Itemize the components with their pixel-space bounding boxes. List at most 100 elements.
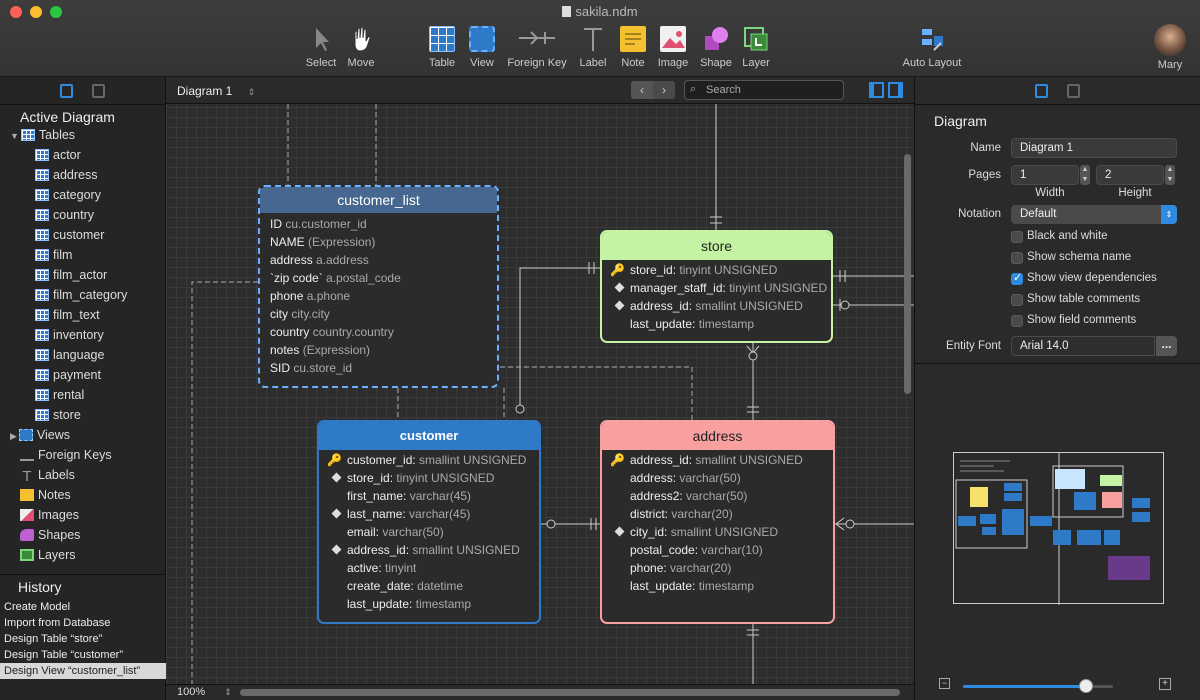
entity-field-row[interactable]: `zip code` a.postal_code xyxy=(260,269,497,287)
label-tool[interactable]: Label xyxy=(574,26,612,69)
entity-customer[interactable]: customer 🔑customer_id: smallint UNSIGNED… xyxy=(317,420,541,624)
view-tool[interactable]: View xyxy=(462,26,502,69)
layer-tool[interactable]: Layer xyxy=(737,26,775,69)
image-tab-icon[interactable] xyxy=(92,84,105,98)
zoom-window-button[interactable] xyxy=(50,6,62,18)
checkbox-show-schema-name[interactable] xyxy=(1011,252,1023,264)
sidebar-table-country[interactable]: country xyxy=(0,205,165,225)
note-tool[interactable]: Note xyxy=(615,26,651,69)
zoom-slider[interactable] xyxy=(963,679,1113,693)
sidebar-table-language[interactable]: language xyxy=(0,345,165,365)
shape-tool[interactable]: Shape xyxy=(695,26,737,69)
name-field[interactable]: Diagram 1 xyxy=(1011,138,1177,158)
sidebar-table-inventory[interactable]: inventory xyxy=(0,325,165,345)
pages-height-stepper[interactable]: ▲▼ xyxy=(1165,165,1175,185)
tree-group-shapes[interactable]: Shapes xyxy=(0,525,165,545)
move-tool[interactable]: Move xyxy=(340,26,382,69)
history-item[interactable]: Import from Database xyxy=(4,617,111,629)
sidebar-table-payment[interactable]: payment xyxy=(0,365,165,385)
pages-width-stepper[interactable]: ▲▼ xyxy=(1080,165,1090,185)
entity-field-row[interactable]: create_date: datetime xyxy=(319,577,539,595)
sidebar-table-customer[interactable]: customer xyxy=(0,225,165,245)
sidebar-table-actor[interactable]: actor xyxy=(0,145,165,165)
entity-field-row[interactable]: store_id: tinyint UNSIGNED xyxy=(319,469,539,487)
tree-group-foreign-keys[interactable]: Foreign Keys xyxy=(0,445,165,465)
history-item[interactable]: Design View “customer_list” xyxy=(0,663,166,679)
search-input[interactable]: ⌕ Search xyxy=(684,80,844,100)
right-panel-toggle-icon[interactable] xyxy=(888,82,903,98)
sidebar-table-store[interactable]: store xyxy=(0,405,165,425)
nav-forward-button[interactable]: › xyxy=(653,81,675,99)
history-item[interactable]: Create Model xyxy=(4,601,71,613)
notation-select[interactable]: Default ⇕ xyxy=(1011,205,1177,224)
checkbox-show-table-comments[interactable] xyxy=(1011,294,1023,306)
sidebar-table-film[interactable]: film xyxy=(0,245,165,265)
entity-field-row[interactable]: city city.city xyxy=(260,305,497,323)
pages-width-field[interactable]: 1 xyxy=(1011,165,1079,185)
disclosure-right-icon[interactable]: ▶ xyxy=(10,431,17,441)
diagram-selector[interactable]: Diagram 1 ⇕ xyxy=(177,84,256,98)
sidebar-table-category[interactable]: category xyxy=(0,185,165,205)
zoom-in-icon[interactable]: + xyxy=(1159,678,1171,690)
sidebar-table-rental[interactable]: rental xyxy=(0,385,165,405)
pages-height-field[interactable]: 2 xyxy=(1096,165,1164,185)
foreign-key-tool[interactable]: Foreign Key xyxy=(503,26,571,69)
close-window-button[interactable] xyxy=(10,6,22,18)
zoom-slider-knob[interactable] xyxy=(1079,679,1093,693)
vertical-scrollbar[interactable] xyxy=(904,154,911,394)
entity-field-row[interactable]: first_name: varchar(45) xyxy=(319,487,539,505)
entity-field-row[interactable]: active: tinyint xyxy=(319,559,539,577)
select-tool[interactable]: Select xyxy=(300,26,342,69)
tree-group-notes[interactable]: Notes xyxy=(0,485,165,505)
diagram-objects-tab-icon[interactable] xyxy=(60,84,73,98)
minimize-window-button[interactable] xyxy=(30,6,42,18)
zoom-out-icon[interactable]: − xyxy=(939,678,950,689)
entity-field-row[interactable]: last_update: timestamp xyxy=(602,577,833,595)
tree-group-images[interactable]: Images xyxy=(0,505,165,525)
disclosure-down-icon[interactable]: ▼ xyxy=(10,131,19,141)
entity-field-row[interactable]: address_id: smallint UNSIGNED xyxy=(602,297,831,315)
horizontal-scrollbar[interactable] xyxy=(240,689,900,696)
entity-field-row[interactable]: last_name: varchar(45) xyxy=(319,505,539,523)
checkbox-black-and-white[interactable] xyxy=(1011,231,1023,243)
entity-field-row[interactable]: 🔑store_id: tinyint UNSIGNED xyxy=(602,261,831,279)
left-panel-toggle-icon[interactable] xyxy=(869,82,884,98)
diagram-overview[interactable] xyxy=(953,452,1164,605)
sidebar-table-address[interactable]: address xyxy=(0,165,165,185)
auto-layout-button[interactable]: Auto Layout xyxy=(896,26,968,69)
table-tool[interactable]: Table xyxy=(420,26,464,69)
zoom-level-select[interactable]: 100% ⇕ xyxy=(177,686,232,698)
entity-field-row[interactable]: last_update: timestamp xyxy=(602,315,831,333)
entity-field-row[interactable]: address2: varchar(50) xyxy=(602,487,833,505)
diagram-canvas[interactable]: Diagram 1 ⇕ ‹ › ⌕ Search xyxy=(166,77,914,700)
entity-field-row[interactable]: manager_staff_id: tinyint UNSIGNED xyxy=(602,279,831,297)
history-item[interactable]: Design Table “customer” xyxy=(4,649,124,661)
tree-group-tables[interactable]: ▼Tables xyxy=(10,128,76,142)
image-tab-icon[interactable] xyxy=(1067,84,1080,98)
entity-field-row[interactable]: NAME (Expression) xyxy=(260,233,497,251)
entity-field-row[interactable]: country country.country xyxy=(260,323,497,341)
user-account[interactable]: Mary xyxy=(1154,24,1186,71)
tree-group-views[interactable]: ▶Views xyxy=(10,428,71,442)
entity-field-row[interactable]: phone: varchar(20) xyxy=(602,559,833,577)
image-tool[interactable]: Image xyxy=(653,26,693,69)
entity-field-row[interactable]: ID cu.customer_id xyxy=(260,215,497,233)
entity-field-row[interactable]: 🔑customer_id: smallint UNSIGNED xyxy=(319,451,539,469)
history-item[interactable]: Design Table “store” xyxy=(4,633,103,645)
font-picker-button[interactable]: ... xyxy=(1156,336,1177,356)
diagram-properties-tab-icon[interactable] xyxy=(1035,84,1048,98)
entity-field-row[interactable]: notes (Expression) xyxy=(260,341,497,359)
entity-field-row[interactable]: 🔑address_id: smallint UNSIGNED xyxy=(602,451,833,469)
nav-back-button[interactable]: ‹ xyxy=(631,81,653,99)
entity-field-row[interactable]: SID cu.store_id xyxy=(260,359,497,377)
entity-field-row[interactable]: email: varchar(50) xyxy=(319,523,539,541)
entity-field-row[interactable]: postal_code: varchar(10) xyxy=(602,541,833,559)
entity-field-row[interactable]: district: varchar(20) xyxy=(602,505,833,523)
checkbox-show-field-comments[interactable] xyxy=(1011,315,1023,327)
entity-field-row[interactable]: address a.address xyxy=(260,251,497,269)
sidebar-table-film_actor[interactable]: film_actor xyxy=(0,265,165,285)
sidebar-table-film_category[interactable]: film_category xyxy=(0,285,165,305)
